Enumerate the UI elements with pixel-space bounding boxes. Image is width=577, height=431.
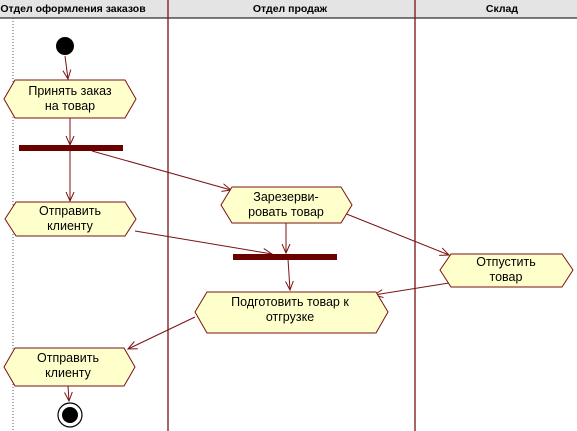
activity-send-to-client-1: Отправить клиенту — [4, 201, 137, 237]
final-node — [57, 402, 83, 428]
lane-title-sales: Отдел продаж — [253, 3, 328, 15]
activity-label-line2: товар — [490, 270, 523, 284]
swimlane-header — [0, 0, 577, 18]
activity-accept-order: Принять заказ на товар — [3, 79, 137, 119]
activity-label-line1: Принять заказ — [28, 84, 112, 98]
fork-bar — [19, 145, 123, 151]
control-flows — [65, 55, 449, 401]
activity-label-line1: Подготовить товар к — [231, 295, 349, 309]
activity-label-line2: на товар — [45, 99, 95, 113]
activity-label-line1: Отправить — [39, 204, 101, 218]
activity-release-goods: Отпустить товар — [439, 253, 574, 288]
activity-reserve-goods: Зарезерви- ровать товар — [220, 186, 353, 224]
lane-title-warehouse: Склад — [486, 3, 518, 15]
activity-label-line1: Зарезерви- — [253, 190, 318, 204]
initial-node — [56, 37, 74, 55]
activity-label-line2: отгрузке — [266, 310, 314, 324]
activity-label-line2: клиенту — [45, 366, 92, 380]
activity-prepare-shipment: Подготовить товар к отгрузке — [194, 291, 389, 334]
activity-label-line1: Отпустить — [476, 255, 536, 269]
activity-label-line2: клиенту — [47, 219, 94, 233]
lane-title-order-processing: Отдел оформления заказов — [0, 3, 146, 15]
activity-label-line2: ровать товар — [248, 205, 324, 219]
join-bar — [233, 254, 337, 260]
activity-send-to-client-2: Отправить клиенту — [3, 347, 136, 387]
activity-label-line1: Отправить — [37, 351, 99, 365]
